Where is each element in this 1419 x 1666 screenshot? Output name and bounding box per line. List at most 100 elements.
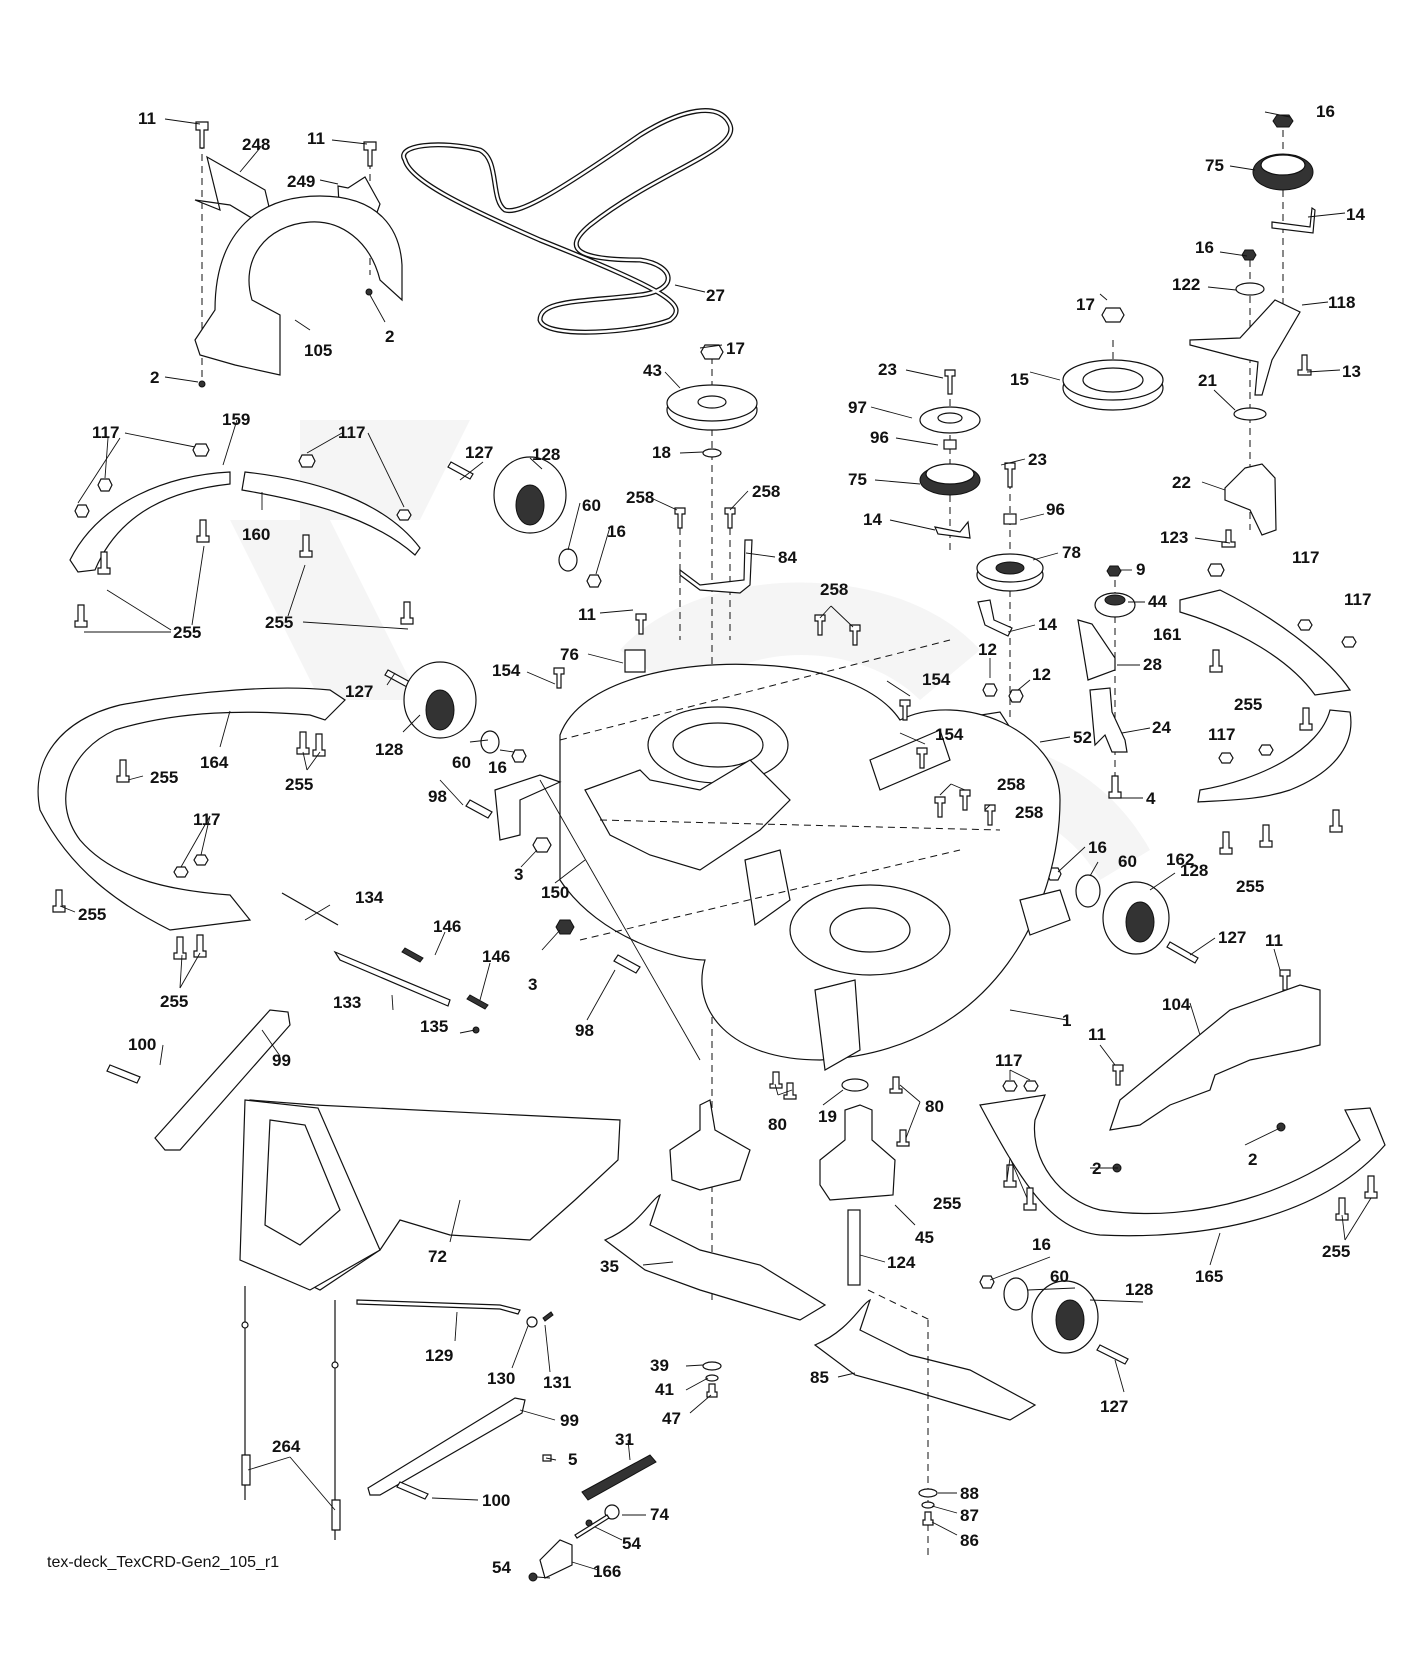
callout-122[interactable]: 122 bbox=[1172, 275, 1200, 294]
callout-2[interactable]: 2 bbox=[1092, 1159, 1101, 1178]
callout-127[interactable]: 127 bbox=[345, 682, 373, 701]
callout-166[interactable]: 166 bbox=[593, 1562, 621, 1581]
callout-60[interactable]: 60 bbox=[452, 753, 471, 772]
callout-47[interactable]: 47 bbox=[662, 1409, 681, 1428]
callout-11[interactable]: 11 bbox=[1265, 931, 1283, 950]
callout-255[interactable]: 255 bbox=[78, 905, 106, 924]
callout-150[interactable]: 150 bbox=[541, 883, 569, 902]
callout-16[interactable]: 16 bbox=[1316, 102, 1335, 121]
callout-80[interactable]: 80 bbox=[768, 1115, 787, 1134]
callout-248[interactable]: 248 bbox=[242, 135, 270, 154]
callout-255[interactable]: 255 bbox=[150, 768, 178, 787]
callout-128[interactable]: 128 bbox=[532, 445, 560, 464]
callout-130[interactable]: 130 bbox=[487, 1369, 515, 1388]
callout-97[interactable]: 97 bbox=[848, 398, 867, 417]
callout-117[interactable]: 117 bbox=[92, 423, 119, 442]
callout-75[interactable]: 75 bbox=[1205, 156, 1224, 175]
callout-2[interactable]: 2 bbox=[1248, 1150, 1257, 1169]
callout-99[interactable]: 99 bbox=[272, 1051, 291, 1070]
callout-2[interactable]: 2 bbox=[385, 327, 394, 346]
callout-258[interactable]: 258 bbox=[626, 488, 654, 507]
callout-100[interactable]: 100 bbox=[128, 1035, 156, 1054]
callout-31[interactable]: 31 bbox=[615, 1430, 634, 1449]
callout-128[interactable]: 128 bbox=[375, 740, 403, 759]
callout-2[interactable]: 2 bbox=[150, 368, 159, 387]
callout-255[interactable]: 255 bbox=[285, 775, 313, 794]
callout-127[interactable]: 127 bbox=[1100, 1397, 1128, 1416]
callout-258[interactable]: 258 bbox=[752, 482, 780, 501]
callout-60[interactable]: 60 bbox=[1050, 1267, 1069, 1286]
callout-86[interactable]: 86 bbox=[960, 1531, 979, 1550]
callout-104[interactable]: 104 bbox=[1162, 995, 1191, 1014]
callout-84[interactable]: 84 bbox=[778, 548, 797, 567]
callout-3[interactable]: 3 bbox=[514, 865, 523, 884]
callout-60[interactable]: 60 bbox=[1118, 852, 1137, 871]
callout-255[interactable]: 255 bbox=[173, 623, 201, 642]
callout-54[interactable]: 54 bbox=[622, 1534, 641, 1553]
callout-117[interactable]: 117 bbox=[1208, 725, 1235, 744]
callout-249[interactable]: 249 bbox=[287, 172, 315, 191]
callout-146[interactable]: 146 bbox=[482, 947, 510, 966]
callout-118[interactable]: 118 bbox=[1328, 293, 1355, 312]
callout-117[interactable]: 117 bbox=[995, 1051, 1022, 1070]
callout-258[interactable]: 258 bbox=[997, 775, 1025, 794]
callout-35[interactable]: 35 bbox=[600, 1257, 619, 1276]
callout-255[interactable]: 255 bbox=[265, 613, 293, 632]
callout-135[interactable]: 135 bbox=[420, 1017, 448, 1036]
callout-159[interactable]: 159 bbox=[222, 410, 250, 429]
callout-14[interactable]: 14 bbox=[1038, 615, 1057, 634]
callout-11[interactable]: 11 bbox=[307, 129, 325, 148]
callout-3[interactable]: 3 bbox=[528, 975, 537, 994]
callout-11[interactable]: 11 bbox=[138, 109, 156, 128]
callout-13[interactable]: 13 bbox=[1342, 362, 1361, 381]
callout-75[interactable]: 75 bbox=[848, 470, 867, 489]
callout-23[interactable]: 23 bbox=[1028, 450, 1047, 469]
callout-54[interactable]: 54 bbox=[492, 1558, 511, 1577]
callout-165[interactable]: 165 bbox=[1195, 1267, 1223, 1286]
callout-9[interactable]: 9 bbox=[1136, 560, 1145, 579]
callout-131[interactable]: 131 bbox=[543, 1373, 571, 1392]
callout-134[interactable]: 134 bbox=[355, 888, 384, 907]
callout-74[interactable]: 74 bbox=[650, 1505, 669, 1524]
callout-41[interactable]: 41 bbox=[655, 1380, 674, 1399]
callout-146[interactable]: 146 bbox=[433, 917, 461, 936]
callout-99[interactable]: 99 bbox=[560, 1411, 579, 1430]
callout-164[interactable]: 164 bbox=[200, 753, 229, 772]
callout-28[interactable]: 28 bbox=[1143, 655, 1162, 674]
callout-96[interactable]: 96 bbox=[870, 428, 889, 447]
callout-24[interactable]: 24 bbox=[1152, 718, 1171, 737]
callout-1[interactable]: 1 bbox=[1062, 1011, 1071, 1030]
callout-16[interactable]: 16 bbox=[1032, 1235, 1051, 1254]
callout-154[interactable]: 154 bbox=[922, 670, 951, 689]
callout-154[interactable]: 154 bbox=[935, 725, 964, 744]
callout-14[interactable]: 14 bbox=[1346, 205, 1365, 224]
callout-161[interactable]: 161 bbox=[1153, 625, 1181, 644]
callout-4[interactable]: 4 bbox=[1146, 789, 1156, 808]
callout-127[interactable]: 127 bbox=[1218, 928, 1246, 947]
callout-128[interactable]: 128 bbox=[1125, 1280, 1153, 1299]
callout-22[interactable]: 22 bbox=[1172, 473, 1191, 492]
callout-5[interactable]: 5 bbox=[568, 1450, 577, 1469]
callout-72[interactable]: 72 bbox=[428, 1247, 447, 1266]
callout-117[interactable]: 117 bbox=[1344, 590, 1371, 609]
callout-255[interactable]: 255 bbox=[1236, 877, 1264, 896]
callout-264[interactable]: 264 bbox=[272, 1437, 301, 1456]
callout-162[interactable]: 162 bbox=[1166, 850, 1194, 869]
callout-124[interactable]: 124 bbox=[887, 1253, 916, 1272]
callout-255[interactable]: 255 bbox=[160, 992, 188, 1011]
callout-117[interactable]: 117 bbox=[1292, 548, 1319, 567]
callout-17[interactable]: 17 bbox=[726, 339, 745, 358]
callout-52[interactable]: 52 bbox=[1073, 728, 1092, 747]
callout-23[interactable]: 23 bbox=[878, 360, 897, 379]
callout-87[interactable]: 87 bbox=[960, 1506, 979, 1525]
callout-19[interactable]: 19 bbox=[818, 1107, 837, 1126]
callout-16[interactable]: 16 bbox=[1088, 838, 1107, 857]
callout-43[interactable]: 43 bbox=[643, 361, 662, 380]
callout-12[interactable]: 12 bbox=[1032, 665, 1051, 684]
callout-117[interactable]: 117 bbox=[338, 423, 365, 442]
callout-27[interactable]: 27 bbox=[706, 286, 725, 305]
callout-100[interactable]: 100 bbox=[482, 1491, 510, 1510]
callout-154[interactable]: 154 bbox=[492, 661, 521, 680]
callout-98[interactable]: 98 bbox=[575, 1021, 594, 1040]
callout-14[interactable]: 14 bbox=[863, 510, 882, 529]
